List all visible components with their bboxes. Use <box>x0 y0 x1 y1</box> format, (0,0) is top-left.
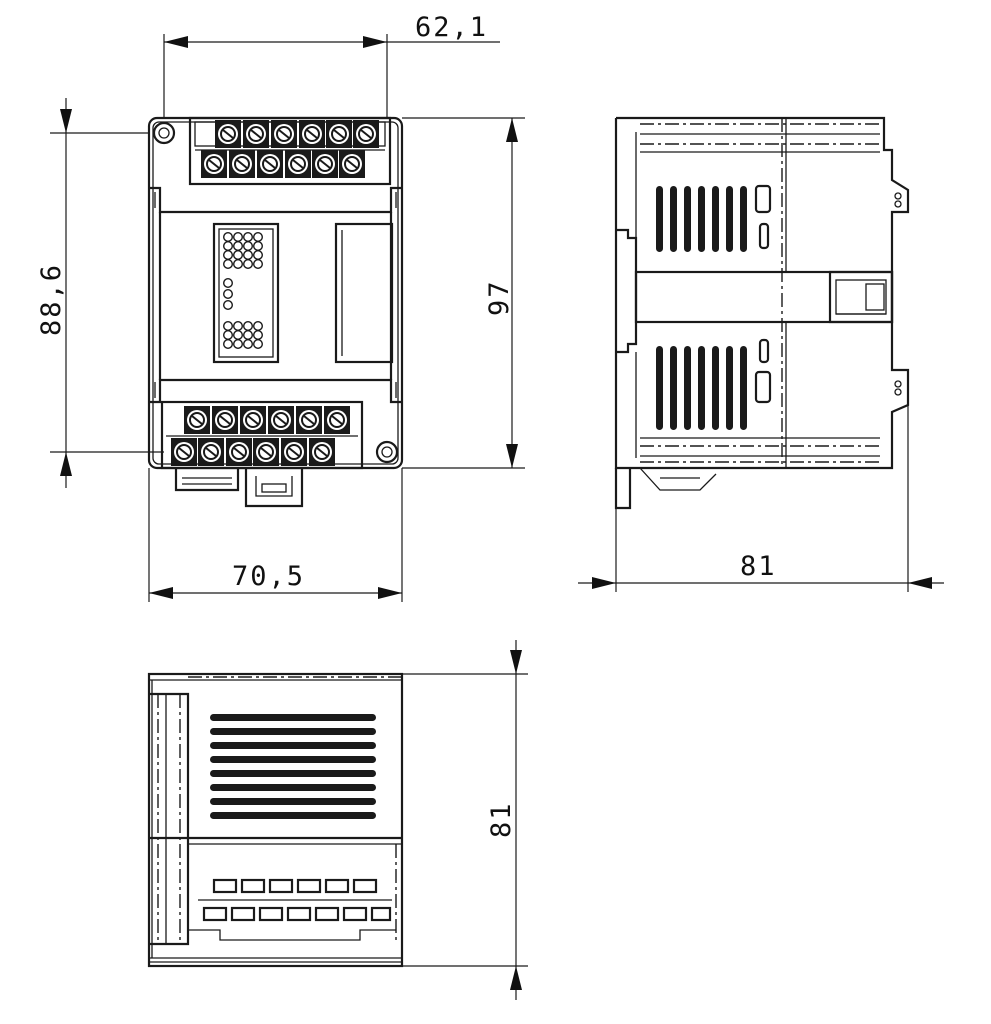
front-view <box>147 116 404 508</box>
bottom-dimensions: 81 <box>402 640 528 1000</box>
side-dimensions: 81 <box>578 405 944 592</box>
bottom-terminal-tabs <box>188 878 396 941</box>
side-connector-bar <box>634 270 894 324</box>
bottom-terminal-block <box>160 400 364 470</box>
dim-front-top-width: 62,1 <box>415 12 488 43</box>
dim-bottom-depth: 81 <box>486 801 517 838</box>
mounting-hole-bottom-right <box>375 440 399 464</box>
dim-side-depth: 81 <box>740 551 777 582</box>
dim-front-height-inner: 88,6 <box>36 263 67 336</box>
side-view <box>614 116 910 510</box>
led-panel <box>212 222 280 364</box>
din-rail-clip <box>174 468 304 508</box>
dim-front-width-overall: 70,5 <box>232 561 305 592</box>
top-terminal-block <box>188 116 392 186</box>
bottom-view <box>147 672 404 968</box>
front-dimensions: 62,1 88,6 97 70,5 <box>36 12 525 602</box>
bottom-vents <box>210 714 376 819</box>
side-vents-lower <box>656 338 772 430</box>
expansion-port-cover <box>334 222 394 364</box>
dim-front-height-overall: 97 <box>484 279 515 316</box>
side-vents-upper <box>656 184 772 252</box>
mounting-hole-top-left <box>152 121 176 145</box>
